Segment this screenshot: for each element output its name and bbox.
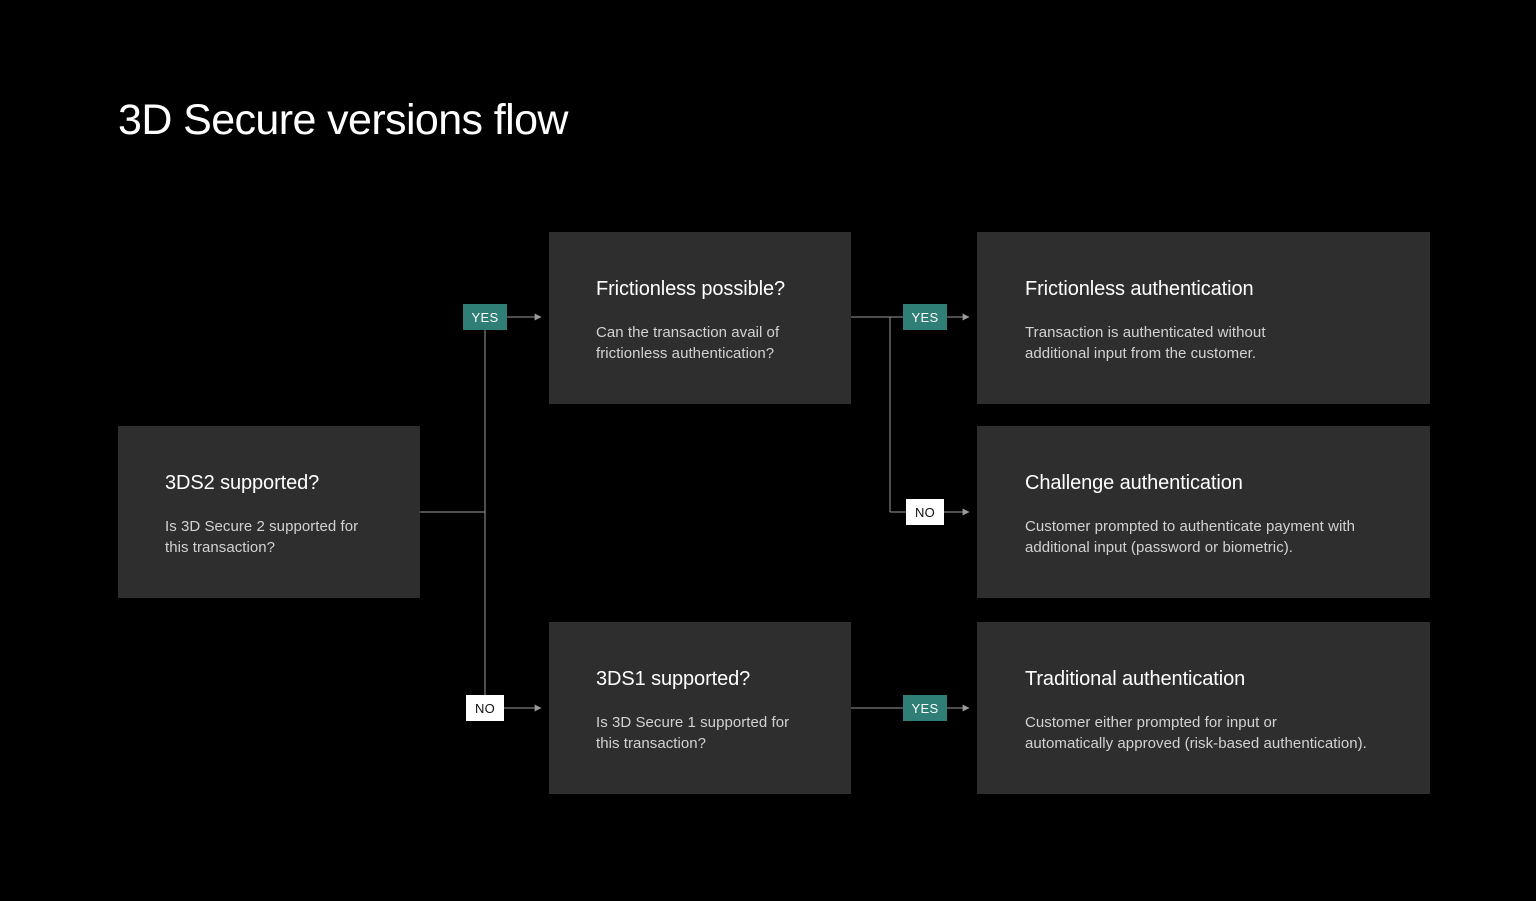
node-title: Challenge authentication: [1025, 472, 1243, 494]
node-title: Frictionless possible?: [596, 278, 785, 300]
node-title: Traditional authentication: [1025, 668, 1246, 690]
node-challenge-authentication[interactable]: Challenge authentication Customer prompt…: [977, 426, 1430, 598]
edge-label-frictionless-no: NO: [906, 499, 944, 525]
node-frictionless-possible[interactable]: Frictionless possible? Can the transacti…: [549, 232, 851, 404]
edge-label-frictionless-yes: YES: [903, 304, 947, 330]
node-content: Challenge authentication Customer prompt…: [1025, 470, 1408, 558]
node-content: Frictionless authentication Transaction …: [1025, 276, 1408, 364]
edge-label-3ds1-yes: YES: [903, 695, 947, 721]
node-3ds2-supported[interactable]: 3DS2 supported? Is 3D Secure 2 supported…: [118, 426, 420, 598]
edge-label-3ds2-no: NO: [466, 695, 504, 721]
node-description: Is 3D Secure 1 supported for this transa…: [596, 714, 790, 752]
node-description: Is 3D Secure 2 supported for this transa…: [165, 518, 359, 556]
node-description: Can the transaction avail of frictionles…: [596, 324, 780, 362]
node-content: Traditional authentication Customer eith…: [1025, 666, 1408, 754]
edge-label-3ds2-yes: YES: [463, 304, 507, 330]
page-title: 3D Secure versions flow: [118, 96, 568, 144]
node-title: Frictionless authentication: [1025, 278, 1254, 300]
node-frictionless-authentication[interactable]: Frictionless authentication Transaction …: [977, 232, 1430, 404]
node-title: 3DS2 supported?: [165, 472, 320, 494]
node-description: Customer either prompted for input or au…: [1025, 714, 1367, 752]
node-description: Customer prompted to authenticate paymen…: [1025, 518, 1355, 556]
node-traditional-authentication[interactable]: Traditional authentication Customer eith…: [977, 622, 1430, 794]
node-description: Transaction is authenticated without add…: [1025, 324, 1266, 362]
node-content: 3DS2 supported? Is 3D Secure 2 supported…: [165, 470, 390, 558]
node-3ds1-supported[interactable]: 3DS1 supported? Is 3D Secure 1 supported…: [549, 622, 851, 794]
node-content: 3DS1 supported? Is 3D Secure 1 supported…: [596, 666, 821, 754]
node-content: Frictionless possible? Can the transacti…: [596, 276, 821, 364]
node-title: 3DS1 supported?: [596, 668, 751, 690]
